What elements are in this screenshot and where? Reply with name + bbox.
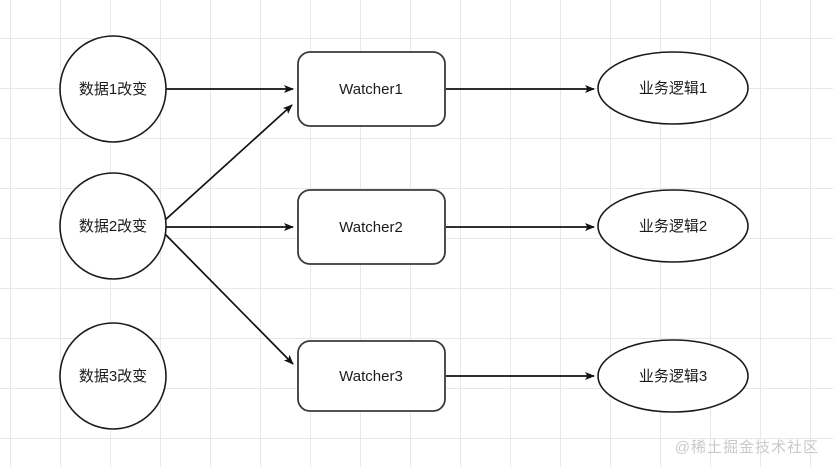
logic1-label: 业务逻辑1 (639, 80, 707, 97)
logic1-ellipse[interactable] (597, 51, 749, 125)
edge-data2-to-watcher1 (163, 104, 293, 222)
node-data1[interactable]: 数据1改变 (59, 35, 167, 143)
node-watcher1[interactable]: Watcher1 (297, 51, 446, 127)
node-logic1[interactable]: 业务逻辑1 (597, 51, 749, 125)
watcher3-box[interactable] (297, 340, 446, 412)
node-watcher3[interactable]: Watcher3 (297, 340, 446, 412)
logic3-label: 业务逻辑3 (639, 368, 707, 385)
data3-label: 数据3改变 (79, 368, 147, 385)
logic2-ellipse[interactable] (597, 189, 749, 263)
watcher1-label: Watcher1 (339, 81, 403, 98)
watcher2-box[interactable] (297, 189, 446, 265)
watcher2-label: Watcher2 (339, 219, 403, 236)
data3-circle[interactable] (59, 322, 167, 430)
data1-label: 数据1改变 (79, 81, 147, 98)
node-logic3[interactable]: 业务逻辑3 (597, 339, 749, 413)
logic2-label: 业务逻辑2 (639, 218, 707, 235)
node-logic2[interactable]: 业务逻辑2 (597, 189, 749, 263)
watermark: @稀土掘金技术社区 (674, 439, 819, 456)
node-data2[interactable]: 数据2改变 (59, 172, 167, 280)
watcher3-label: Watcher3 (339, 368, 403, 385)
edge-group (163, 85, 595, 380)
edge-data2-to-watcher3 (163, 232, 294, 365)
data2-label: 数据2改变 (79, 218, 147, 235)
node-data3[interactable]: 数据3改变 (59, 322, 167, 430)
watcher1-box[interactable] (297, 51, 446, 127)
data1-circle[interactable] (59, 35, 167, 143)
node-watcher2[interactable]: Watcher2 (297, 189, 446, 265)
data2-circle[interactable] (59, 172, 167, 280)
logic3-ellipse[interactable] (597, 339, 749, 413)
